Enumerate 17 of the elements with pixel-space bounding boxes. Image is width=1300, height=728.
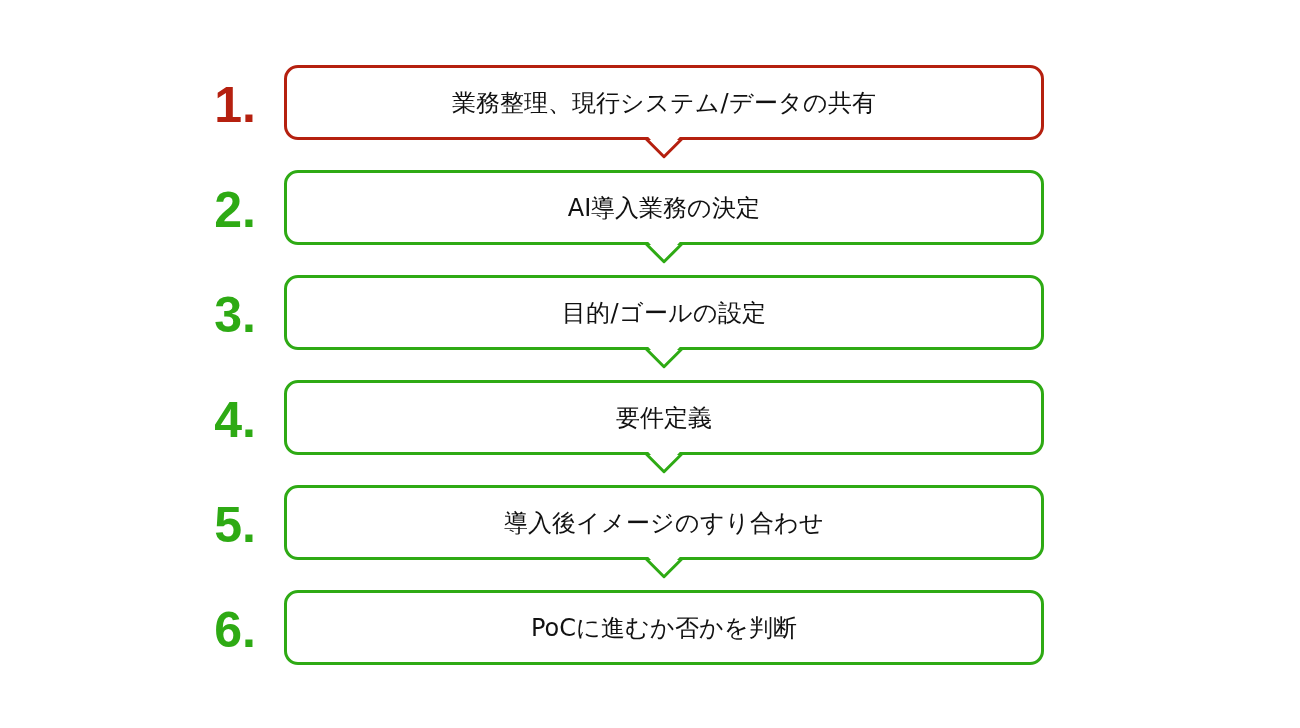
step-box: AI導入業務の決定 — [284, 170, 1044, 245]
chevron-arrow — [644, 346, 684, 369]
chevron-arrow — [644, 241, 684, 264]
step-number: 4. — [213, 394, 256, 445]
step-box: PoCに進むか否かを判断 — [284, 590, 1044, 665]
chevron-arrow — [644, 556, 684, 579]
step-box: 業務整理、現行システム/データの共有 — [284, 65, 1044, 140]
step-box: 導入後イメージのすり合わせ — [284, 485, 1044, 560]
step-number: 1. — [213, 79, 256, 130]
step-number: 5. — [213, 499, 256, 550]
step-number: 6. — [213, 604, 256, 655]
chevron-arrow — [644, 451, 684, 474]
step-box: 目的/ゴールの設定 — [284, 275, 1044, 350]
step-box: 要件定義 — [284, 380, 1044, 455]
step-number: 2. — [213, 184, 256, 235]
chevron-arrow — [644, 136, 684, 159]
step-number: 3. — [213, 289, 256, 340]
